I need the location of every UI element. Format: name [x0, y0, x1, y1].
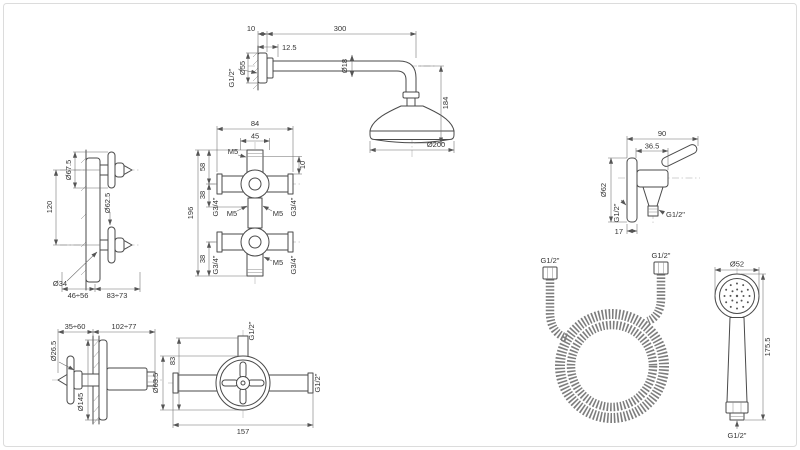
spray-holes-inner — [729, 288, 745, 304]
label-m5-top: M5 — [228, 147, 238, 156]
dim-label-dia34: Ø34 — [53, 279, 67, 288]
hose-nut-right — [653, 261, 669, 275]
dim-label-dia62-5: Ø62.5 — [103, 193, 112, 213]
holder-view: 90 36.5 Ø62 G1/2" G1/2" 17 — [599, 129, 700, 236]
dim-label-38-bottom: 38 — [198, 255, 207, 263]
concealed-front-dimensions — [160, 337, 314, 428]
handshower-handle — [726, 317, 748, 403]
label-m5-mid-right: M5 — [273, 209, 283, 218]
handshower-view: Ø52 175.5 G1/2" — [714, 260, 772, 440]
thread-label-g34-top-right: G3/4" — [289, 197, 298, 216]
thread-label-g34-bottom-left: G3/4" — [211, 255, 220, 274]
thread-label-handshower: G1/2" — [728, 431, 747, 440]
holder-wall-plate — [626, 157, 638, 223]
handshower-nut — [725, 401, 749, 414]
dim-label-dia67-5: Ø67.5 — [64, 160, 73, 180]
valve-side-view: Ø67.5 Ø62.5 120 Ø34 46÷56 83÷73 — [45, 149, 141, 300]
shower-arm-dimensions — [237, 31, 455, 153]
thread-label-hose-right: G1/2" — [652, 251, 671, 260]
dim-label-dia63-5: Ø63.5 — [151, 373, 160, 393]
dim-label-84: 84 — [251, 119, 259, 128]
body-end-thread — [146, 371, 156, 387]
hose-end-right — [646, 274, 666, 325]
valve-body-shape — [216, 149, 294, 277]
dim-label-83-73: 83÷73 — [107, 291, 128, 300]
holder-lever — [661, 144, 698, 167]
head-neck — [406, 97, 416, 107]
holder-arm — [636, 169, 669, 188]
thread-label-holder-left: G1/2" — [612, 203, 621, 222]
thread-label-top: G1/2" — [247, 321, 256, 340]
hose-coil-inner — [566, 320, 658, 412]
valve-body-dimensions — [195, 126, 302, 277]
dim-label-dia55: Ø55 — [238, 61, 247, 75]
dim-label-196: 196 — [186, 207, 195, 220]
shower-arm-view: 10 300 12.5 Ø55 G1/2" Ø18 184 Ø200 — [227, 24, 455, 157]
thread-label-g34-top-left: G3/4" — [211, 197, 220, 216]
label-m5-bottom: M5 — [273, 258, 283, 267]
head-joint-flange — [402, 91, 420, 99]
dim-label-17: 17 — [615, 227, 623, 236]
sheet-border — [3, 3, 797, 447]
dim-label-157: 157 — [237, 427, 250, 436]
concealed-valve-side-view: 35÷60 102÷77 Ø26.5 Ø145 — [49, 322, 162, 425]
hose-view: G1/2" G1/2" — [541, 251, 671, 423]
thread-label-hose-left: G1/2" — [541, 256, 560, 265]
valve-body-view: 84 45 58 38 38 196 10 M5 M5 M5 M5 G3/4" … — [186, 119, 307, 284]
dim-label-58: 58 — [198, 163, 207, 171]
thread-label-right: G1/2" — [313, 373, 322, 392]
dim-label-12-5: 12.5 — [282, 43, 297, 52]
dim-label-300: 300 — [334, 24, 347, 33]
dim-label-184: 184 — [441, 97, 450, 110]
bottom-cross-handle-side — [99, 226, 133, 264]
thread-label-arm: G1/2" — [227, 68, 236, 87]
trim-plate-edge — [98, 339, 108, 421]
dim-label-83: 83 — [168, 357, 177, 365]
dim-label-120: 120 — [45, 201, 54, 214]
top-cross-handle-side — [99, 151, 133, 189]
dim-label-dia52: Ø52 — [730, 260, 744, 269]
valve-side-dimensions — [53, 151, 141, 292]
wall-flange — [257, 52, 268, 84]
spray-holes-outer — [723, 282, 751, 310]
shower-head-rim — [369, 130, 455, 140]
dim-label-36-5: 36.5 — [645, 142, 660, 151]
spray-hole-center — [735, 294, 739, 298]
thread-label-g34-bottom-right: G3/4" — [289, 255, 298, 274]
thread-label-holder-right: G1/2" — [666, 210, 685, 219]
dim-label-10-arm: 10 — [247, 24, 255, 33]
dim-label-dia62: Ø62 — [599, 183, 608, 197]
concealed-side-dimensions — [57, 329, 156, 421]
hose-coil-outer — [555, 309, 669, 423]
hose-end-left — [545, 279, 569, 343]
concealed-valve-front-view: G1/2" Ø63.5 83 157 G1/2" — [151, 321, 322, 436]
dim-label-38-top: 38 — [198, 191, 207, 199]
flange-collar — [266, 57, 274, 79]
cross-handle-front — [221, 361, 265, 405]
pipe-cap-left — [172, 372, 179, 394]
dim-label-10-body: 10 — [298, 161, 307, 169]
hose-nut-left — [542, 266, 558, 280]
dim-label-90: 90 — [658, 129, 666, 138]
rough-in-body — [106, 367, 148, 391]
dim-label-102-77: 102÷77 — [112, 322, 137, 331]
dim-label-175-5: 175.5 — [763, 338, 772, 357]
dim-label-dia26-5: Ø26.5 — [49, 341, 58, 361]
wall-hatch-arm — [252, 45, 259, 91]
dim-label-dia200: Ø200 — [427, 140, 445, 149]
wall-hatch-valve — [80, 149, 87, 291]
handshower-dimensions — [714, 267, 766, 429]
dim-label-35-60: 35÷60 — [65, 322, 86, 331]
dim-label-45: 45 — [251, 132, 259, 141]
outlet-cone — [642, 186, 664, 207]
holder-dimensions — [608, 136, 699, 234]
dim-label-dia145: Ø145 — [76, 393, 85, 411]
pipe-cap-right — [307, 372, 314, 394]
dim-label-dia18: Ø18 — [340, 59, 349, 73]
label-m5-mid-left: M5 — [227, 209, 237, 218]
dim-label-46-56: 46÷56 — [68, 291, 89, 300]
valve-body-column — [85, 157, 101, 283]
outlet-thread-tip — [647, 205, 659, 217]
